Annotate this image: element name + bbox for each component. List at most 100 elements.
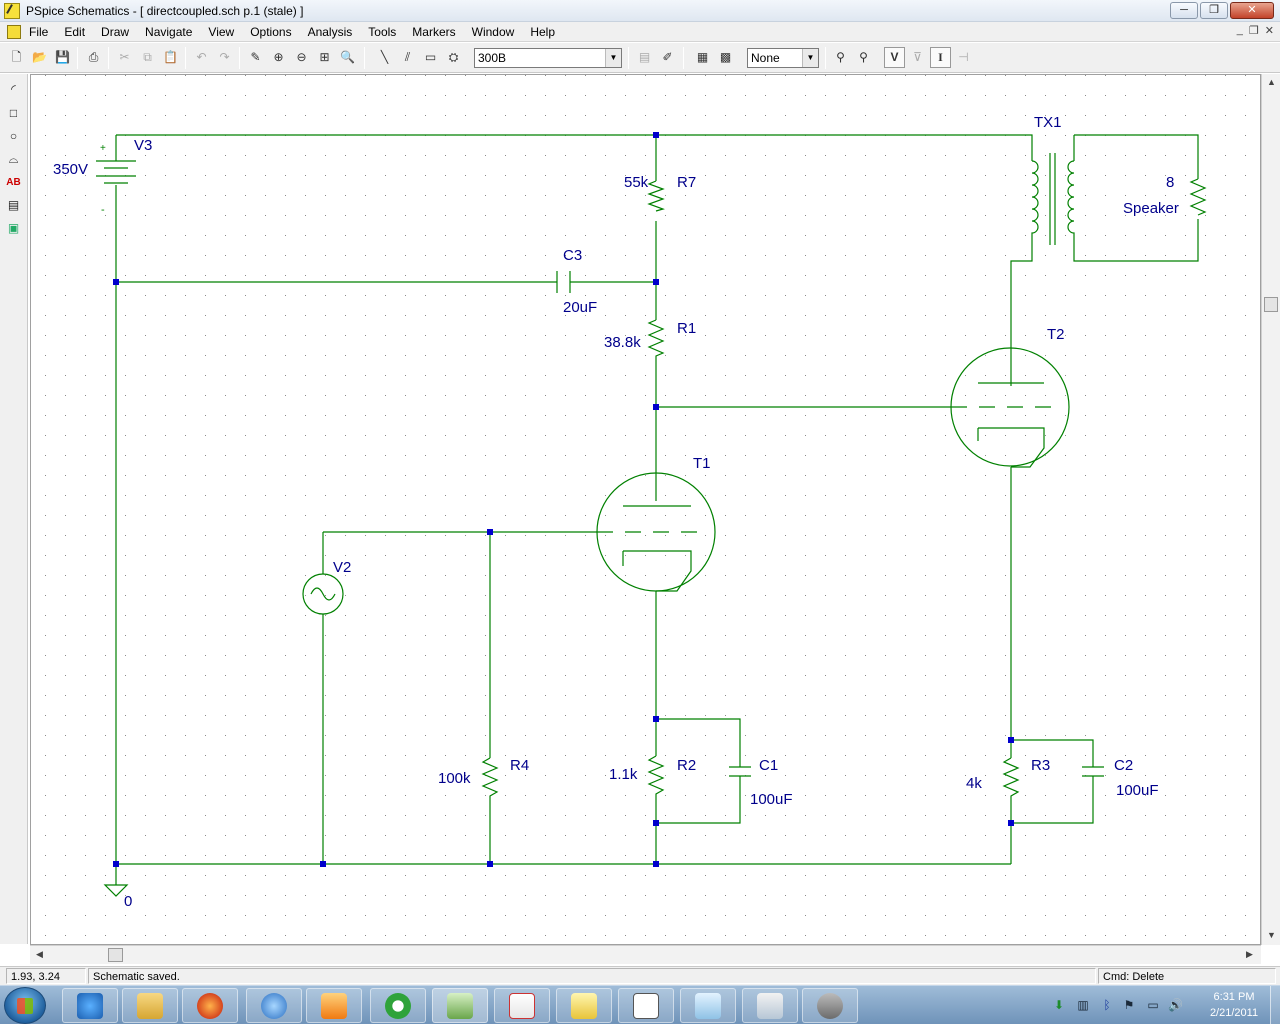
- zoom-fit-icon[interactable]: 🔍: [340, 50, 355, 64]
- save-icon[interactable]: 💾: [55, 50, 70, 64]
- box-tool-icon[interactable]: □: [9, 106, 18, 120]
- c2-ref-label[interactable]: C2: [1114, 757, 1133, 774]
- cut-icon[interactable]: ✂: [119, 50, 130, 64]
- setup-analysis-icon[interactable]: ▦: [696, 50, 709, 64]
- text-tool-icon[interactable]: AB: [6, 177, 21, 188]
- menu-markers[interactable]: Markers: [412, 24, 456, 39]
- simulate-icon[interactable]: ▩: [719, 50, 732, 64]
- undo-icon[interactable]: ↶: [196, 50, 207, 64]
- draw-wire-icon[interactable]: ╲: [380, 50, 389, 64]
- c2-value-label[interactable]: 100uF: [1116, 782, 1159, 799]
- taskbar-firefox[interactable]: [182, 988, 238, 1023]
- taskbar-pencil-editor[interactable]: [556, 988, 612, 1023]
- r4-ref-label[interactable]: R4: [510, 757, 529, 774]
- taskbar-notepad[interactable]: [680, 988, 736, 1023]
- circle-tool-icon[interactable]: ○: [9, 129, 18, 143]
- taskbar-error-tool[interactable]: [494, 988, 550, 1023]
- v2-ref-label[interactable]: V2: [333, 559, 351, 576]
- zoom-area-icon[interactable]: ⊞: [319, 50, 330, 64]
- taskbar-media-player[interactable]: [306, 988, 362, 1023]
- current-marker-button[interactable]: I: [930, 47, 951, 68]
- arc-tool-icon[interactable]: ◜: [11, 82, 16, 96]
- voltage-diff-icon[interactable]: ⊽: [913, 50, 922, 64]
- menu-window[interactable]: Window: [471, 24, 515, 39]
- r3-value-label[interactable]: 4k: [966, 775, 982, 792]
- power-marker-icon[interactable]: ⊣: [958, 50, 969, 64]
- r4-value-label[interactable]: 100k: [438, 770, 471, 787]
- open-folder-icon[interactable]: 📂: [32, 50, 47, 64]
- part-name-combo[interactable]: 300B ▼: [474, 48, 622, 68]
- menu-view[interactable]: View: [208, 24, 235, 39]
- c1-value-label[interactable]: 100uF: [750, 791, 793, 808]
- r1-ref-label[interactable]: R1: [677, 320, 696, 337]
- horizontal-scrollbar[interactable]: ◀ ▶: [30, 945, 1261, 964]
- minimize-button[interactable]: ─: [1170, 2, 1198, 19]
- taskbar-calculator[interactable]: [742, 988, 798, 1023]
- insert-picture-icon[interactable]: ▣: [7, 221, 20, 235]
- menu-navigate[interactable]: Navigate: [145, 24, 193, 39]
- voltage-marker-button[interactable]: V: [884, 47, 905, 68]
- menu-options[interactable]: Options: [250, 24, 292, 39]
- scroll-left-icon[interactable]: ◀: [36, 949, 43, 959]
- system-clock[interactable]: 6:31 PM 2/21/2011: [1204, 989, 1264, 1021]
- taskbar-gimp[interactable]: [802, 988, 858, 1023]
- doc-minimize-button[interactable]: _: [1236, 24, 1243, 36]
- probe-alt-icon[interactable]: ⚲: [859, 50, 868, 64]
- pspice-app-icon[interactable]: [4, 2, 20, 19]
- marker-combo[interactable]: None ▼: [747, 48, 819, 68]
- horizontal-scroll-thumb[interactable]: [108, 948, 123, 962]
- menu-draw[interactable]: Draw: [101, 24, 130, 39]
- taskbar-itunes[interactable]: [246, 988, 302, 1023]
- scroll-right-icon[interactable]: ▶: [1246, 949, 1253, 959]
- c3-value-label[interactable]: 20uF: [563, 299, 597, 316]
- paste-icon[interactable]: 📋: [163, 50, 178, 64]
- chevron-down-icon[interactable]: ▼: [802, 49, 818, 67]
- ground-node-label[interactable]: 0: [124, 893, 132, 910]
- taskbar-sync[interactable]: [370, 988, 426, 1023]
- vertical-scroll-thumb[interactable]: [1264, 297, 1278, 312]
- copy-icon[interactable]: ⧉: [143, 50, 152, 64]
- menu-file[interactable]: File: [29, 24, 49, 39]
- draw-bus-icon[interactable]: ⫽: [404, 50, 411, 64]
- polyline-tool-icon[interactable]: ⌓: [8, 152, 19, 166]
- speaker-value-label[interactable]: 8: [1166, 174, 1174, 191]
- scroll-up-icon[interactable]: ▲: [1267, 77, 1276, 87]
- download-icon[interactable]: ⬇: [1053, 998, 1065, 1012]
- action-center-flag-icon[interactable]: ⚑: [1123, 998, 1135, 1012]
- start-button[interactable]: [4, 987, 46, 1024]
- redo-icon[interactable]: ↷: [219, 50, 230, 64]
- taskbar-cursor-tool[interactable]: [618, 988, 674, 1023]
- chevron-down-icon[interactable]: ▼: [605, 49, 621, 67]
- c3-ref-label[interactable]: C3: [563, 247, 582, 264]
- draw-block-icon[interactable]: ▭: [424, 50, 437, 64]
- r7-ref-label[interactable]: R7: [677, 174, 696, 191]
- edit-attributes-icon[interactable]: ▤: [638, 50, 651, 64]
- doc-close-button[interactable]: ✕: [1264, 25, 1274, 37]
- menu-tools[interactable]: Tools: [368, 24, 397, 39]
- tx1-ref-label[interactable]: TX1: [1034, 114, 1062, 131]
- wires[interactable]: [115, 134, 1199, 865]
- get-part-icon[interactable]: ⛭: [448, 50, 459, 64]
- text-box-tool-icon[interactable]: ▤: [7, 198, 20, 212]
- components[interactable]: [96, 153, 1207, 897]
- r7-value-label[interactable]: 55k: [624, 174, 649, 191]
- c1-ref-label[interactable]: C1: [759, 757, 778, 774]
- t2-ref-label[interactable]: T2: [1047, 326, 1065, 343]
- r1-value-label[interactable]: 38.8k: [604, 334, 641, 351]
- show-desktop-button[interactable]: [1270, 986, 1280, 1024]
- volume-icon[interactable]: 🔊: [1168, 998, 1183, 1012]
- menu-analysis[interactable]: Analysis: [307, 24, 353, 39]
- speaker-name-label[interactable]: Speaker: [1123, 200, 1179, 217]
- probe-icon[interactable]: ⚲: [836, 50, 845, 64]
- close-button[interactable]: ✕: [1230, 2, 1274, 19]
- scroll-down-icon[interactable]: ▼: [1267, 930, 1276, 940]
- menu-edit[interactable]: Edit: [64, 24, 86, 39]
- zoom-in-icon[interactable]: ⊕: [273, 50, 284, 64]
- redraw-icon[interactable]: ✎: [250, 50, 261, 64]
- taskbar-file-explorer[interactable]: [122, 988, 178, 1023]
- schematic-canvas[interactable]: V3 350V + - R7 55k C3 20uF R1 38.8k T1 T…: [30, 74, 1261, 945]
- vertical-scrollbar[interactable]: ▲ ▼: [1261, 74, 1280, 945]
- bluetooth-icon[interactable]: ᛒ: [1103, 998, 1111, 1012]
- restore-button[interactable]: ❐: [1200, 2, 1228, 19]
- r2-ref-label[interactable]: R2: [677, 757, 696, 774]
